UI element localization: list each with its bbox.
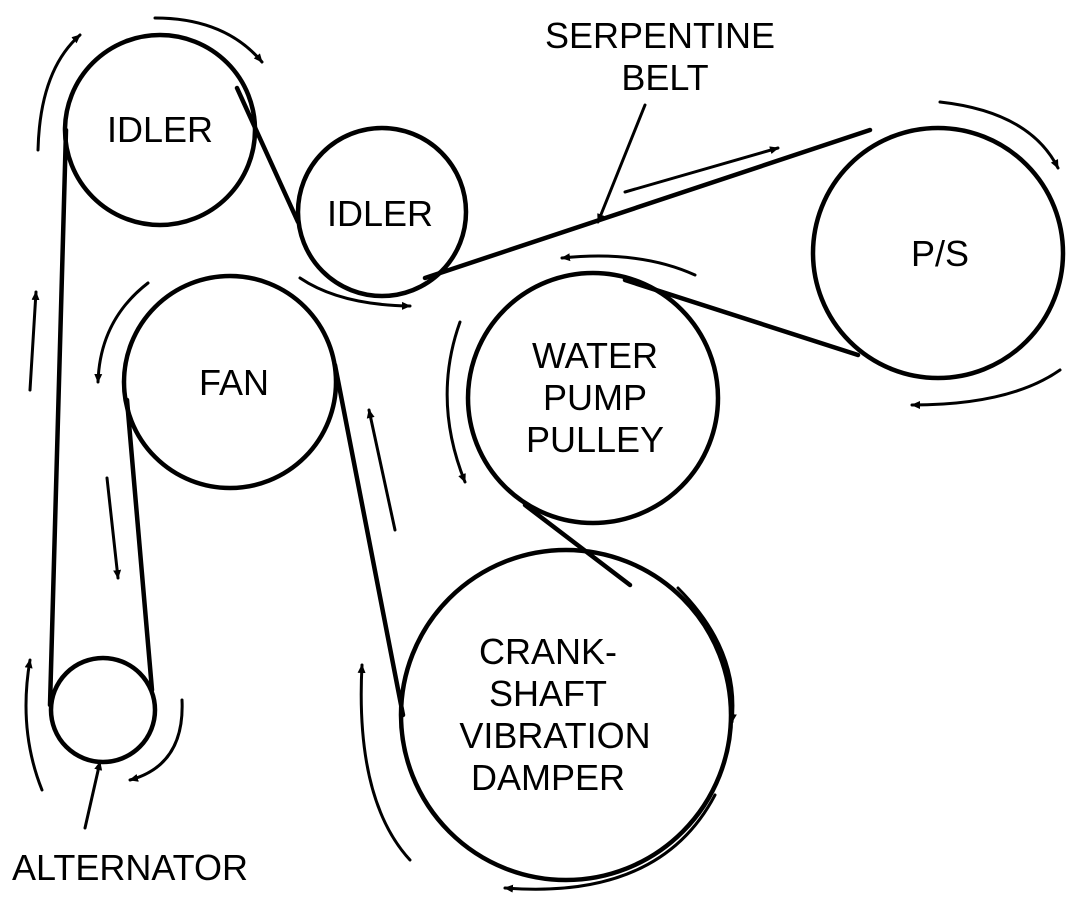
ps-label: P/S xyxy=(911,233,969,274)
belt-idler-to-idler xyxy=(234,85,301,225)
leaders xyxy=(83,103,647,830)
arrow-left-run xyxy=(28,290,40,392)
arrow-crank-left xyxy=(357,663,412,862)
arrow-waterpump-left xyxy=(445,320,467,484)
arrow-fan-alt-run xyxy=(105,476,122,580)
arrow-idler-upper-left xyxy=(36,33,82,152)
belt-left-run xyxy=(47,127,69,708)
belt-fan-to-crank xyxy=(332,362,406,718)
crank-label-1: CRANK- xyxy=(479,631,617,672)
alternator-pulley xyxy=(48,655,158,765)
arrow-idler-lower-bottom xyxy=(298,276,412,310)
power-steering-pulley xyxy=(810,125,1066,381)
title-line-1: SERPENTINE xyxy=(545,15,775,56)
arrow-ps-top xyxy=(938,100,1060,170)
pulleys xyxy=(48,32,1066,883)
belt-idler-to-ps-top xyxy=(422,127,873,281)
alternator-leader xyxy=(83,760,103,830)
water-pump-label-2: PUMP xyxy=(543,377,647,418)
belt-direction-arrows xyxy=(28,146,780,580)
arrow-fan-left xyxy=(94,281,150,384)
fan-label: FAN xyxy=(199,362,269,403)
water-pump-label-3: PULLEY xyxy=(526,419,664,460)
alternator-label: ALTERNATOR xyxy=(12,847,248,888)
belt xyxy=(47,85,873,718)
crank-label-3: VIBRATION xyxy=(459,715,650,756)
fan-pulley xyxy=(121,273,339,491)
belt-fan-to-alternator xyxy=(124,397,155,693)
arrow-alternator-right xyxy=(128,698,184,782)
crank-label-4: DAMPER xyxy=(471,757,625,798)
arrow-fan-crank-run xyxy=(366,408,397,532)
title-line-2: BELT xyxy=(621,57,708,98)
arrow-crank-bottom xyxy=(503,793,717,893)
idler-lower-label: IDLER xyxy=(327,193,433,234)
labels: SERPENTINE BELT IDLER IDLER P/S FAN WATE… xyxy=(12,15,969,888)
crank-label-2: SHAFT xyxy=(489,673,607,714)
arrow-crank-right xyxy=(676,586,737,724)
serpentine-belt-leader xyxy=(596,103,647,224)
arrow-top-run xyxy=(623,146,780,194)
idler-upper-label: IDLER xyxy=(107,109,213,150)
arrow-idler-upper-top xyxy=(153,16,264,64)
arrow-ps-bottom xyxy=(910,368,1062,409)
arrow-waterpump-top xyxy=(560,253,697,277)
idler-lower-pulley xyxy=(295,125,469,299)
belt-waterpump-to-crank xyxy=(522,502,633,588)
arrow-alternator-left xyxy=(24,658,44,792)
idler-upper-pulley xyxy=(62,32,258,228)
water-pump-label-1: WATER xyxy=(532,335,658,376)
water-pump-pulley xyxy=(465,270,721,526)
rotation-arrows xyxy=(24,16,1062,893)
